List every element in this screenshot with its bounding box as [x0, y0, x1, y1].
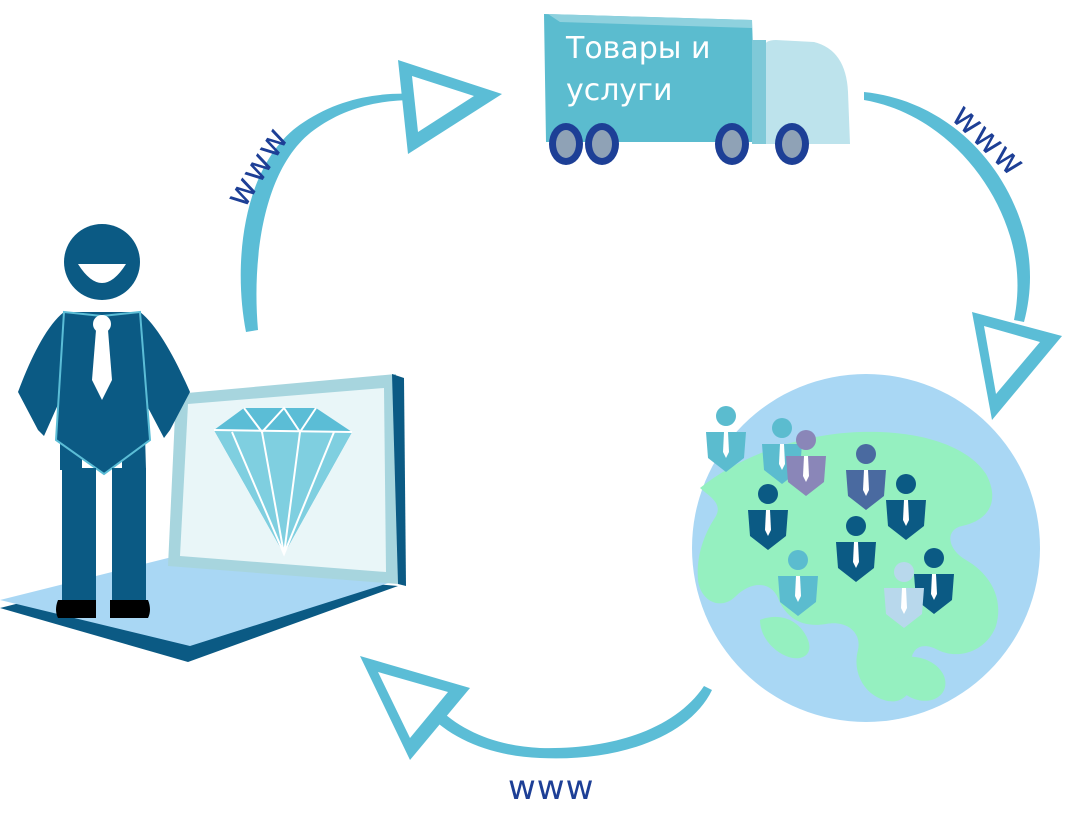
globe-icon [692, 374, 1040, 722]
customer-icon [786, 430, 826, 496]
www-label-bottom: www [508, 768, 595, 808]
truck-label-line1: Товары и [566, 31, 711, 66]
laptop-icon [0, 374, 406, 662]
customer-icon [914, 548, 954, 614]
truck-label-line2: услуги [566, 73, 673, 108]
delivery-truck-icon [544, 14, 850, 165]
arrow-person-to-truck [240, 60, 502, 332]
truck-label: Товары и услуги [566, 28, 756, 112]
customer-icon [884, 562, 924, 628]
customer-icon [836, 516, 876, 582]
customer-icon [748, 484, 788, 550]
customer-icon [846, 444, 886, 510]
diamond-icon [213, 406, 353, 557]
customer-figures [706, 406, 954, 628]
customer-icon [706, 406, 746, 472]
customer-icon [886, 474, 926, 540]
arrow-truck-to-globe [864, 92, 1062, 420]
truck-wheels [549, 123, 809, 165]
arrow-globe-to-person [360, 656, 712, 760]
businessman-icon [18, 224, 190, 618]
customer-icon [778, 550, 818, 616]
